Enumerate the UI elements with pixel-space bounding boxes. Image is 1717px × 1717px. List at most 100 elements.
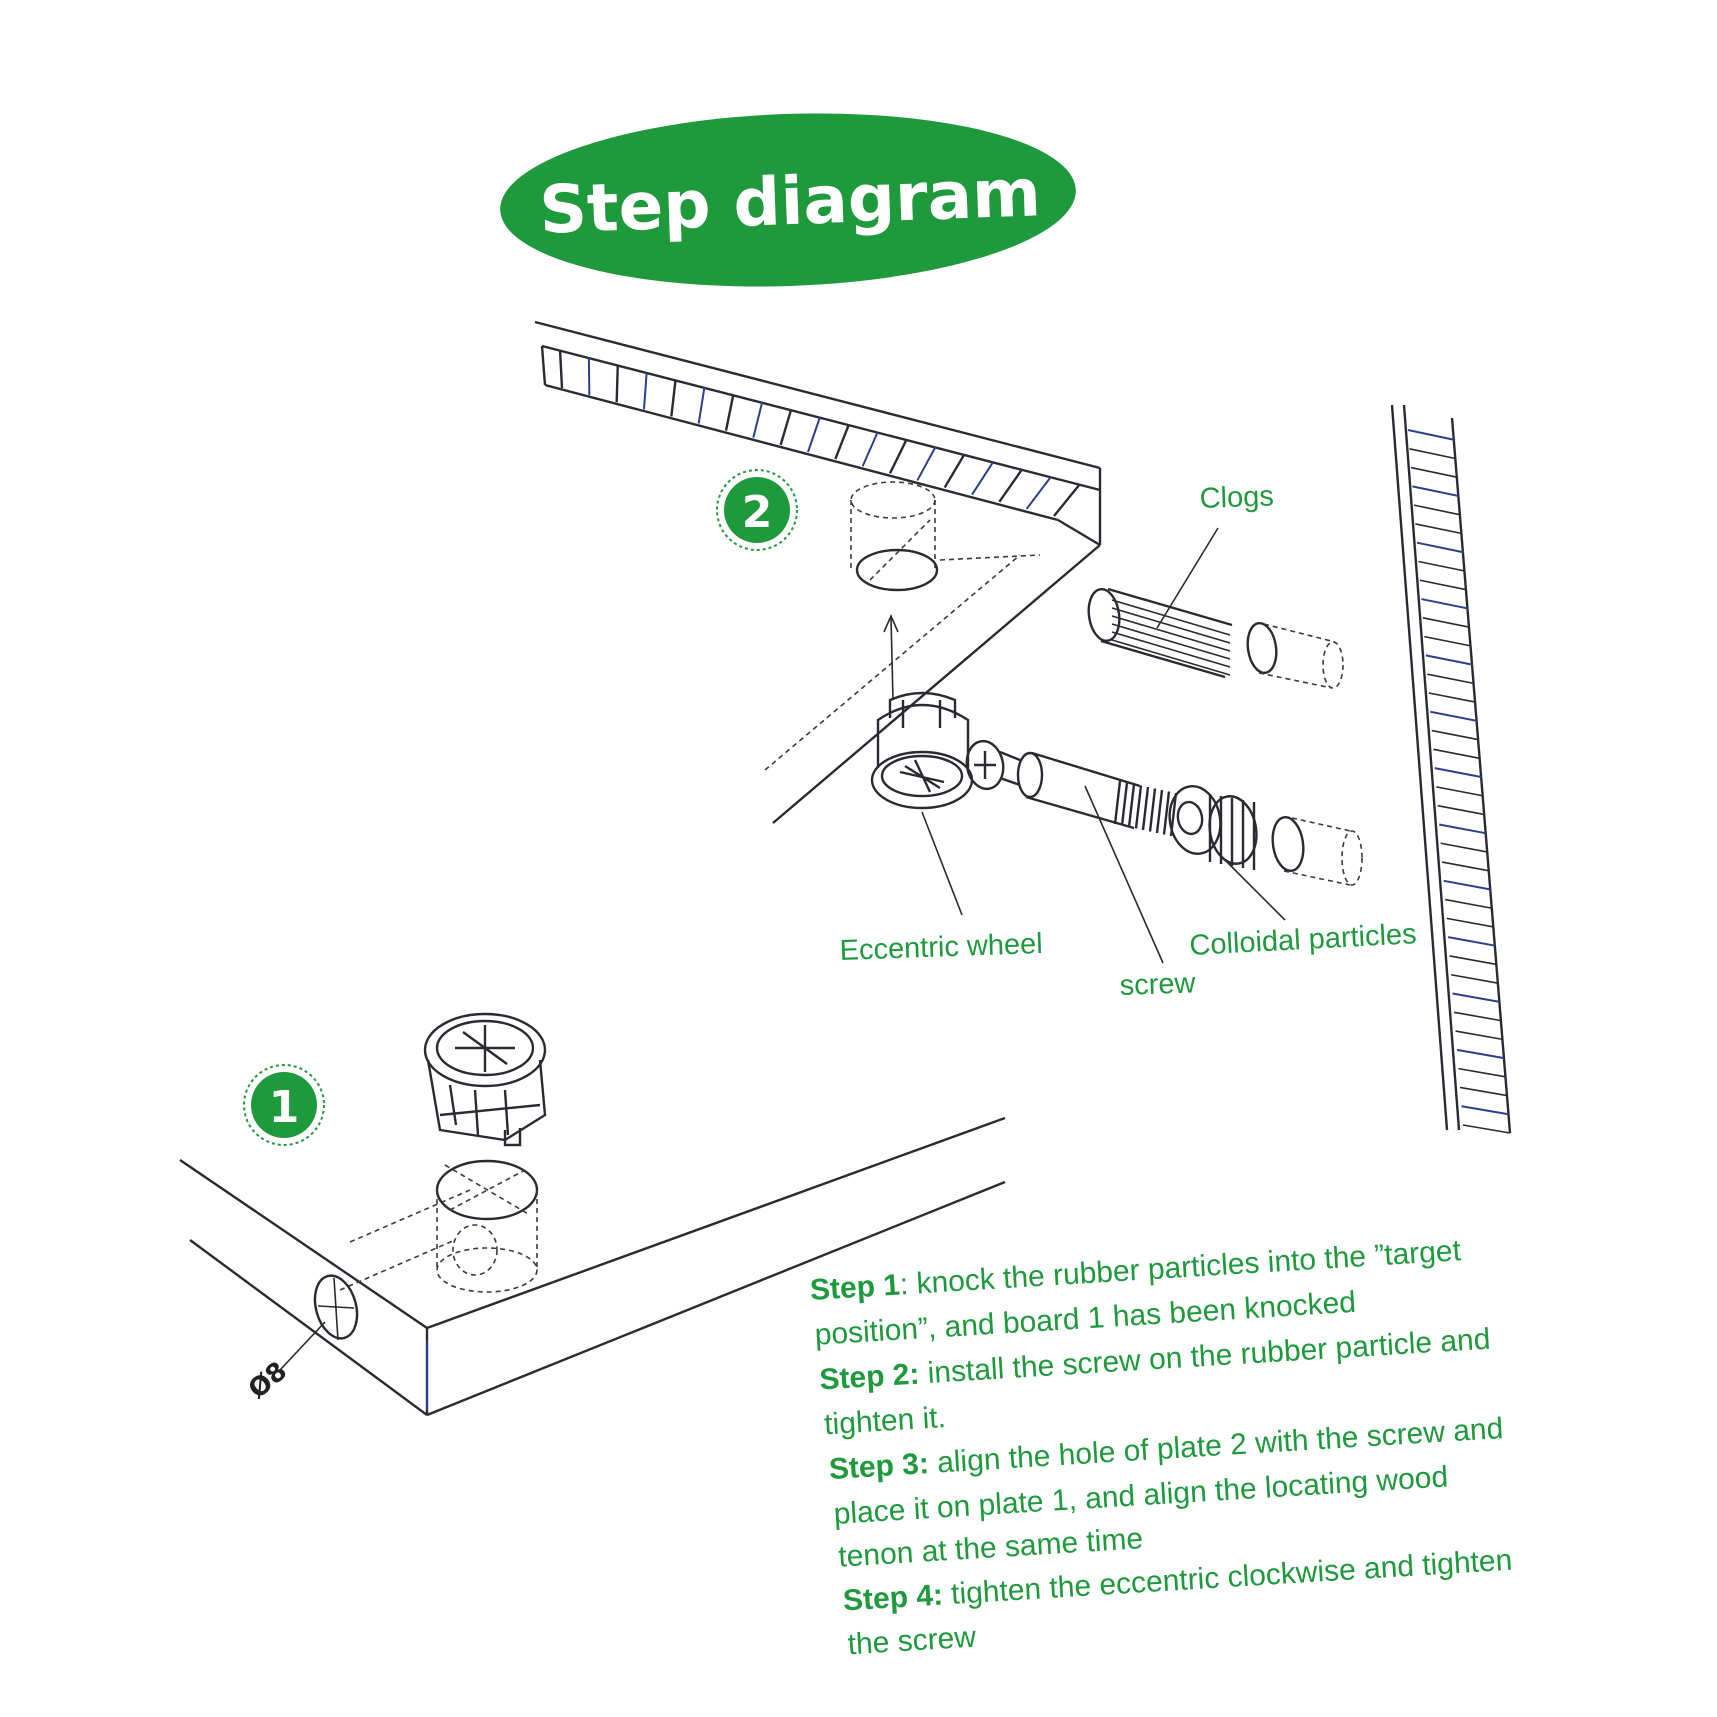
board-hatch-line [1025, 475, 1052, 510]
board2-hole [850, 481, 939, 701]
title-text: Step diagram [538, 154, 1042, 248]
screw-thread-line [1141, 786, 1150, 831]
board-hatch-line [1453, 1011, 1502, 1022]
board-hatch-line [1458, 1067, 1506, 1078]
board-hatch-line [1436, 786, 1484, 797]
board-hatch-line [1412, 485, 1460, 498]
board-hatch-line [943, 453, 966, 489]
board-hatch-line [1433, 748, 1481, 760]
top-board [534, 320, 1102, 824]
board-hatch-line [1413, 504, 1462, 516]
board-hatch-line [1431, 729, 1479, 741]
clog-groove-line [1111, 607, 1231, 644]
insert-ribs [1208, 794, 1256, 870]
board-hatch-line [1447, 936, 1496, 947]
eccentric-wheel-label: Eccentric wheel [839, 928, 1043, 967]
board-hatch-line [888, 438, 908, 474]
screw-thread-line [1120, 782, 1129, 826]
board-hatch-line [697, 387, 706, 424]
right-board-hatch [1407, 429, 1511, 1134]
screw-thread-line [1155, 789, 1164, 834]
board-hatch-line [807, 416, 821, 453]
screw-label: screw [1119, 967, 1197, 1002]
board-hatch-line [834, 424, 851, 460]
step-1-line-1: Step 1: knock the rubber particles into … [809, 1234, 1462, 1307]
board-hatch-line [1459, 1086, 1508, 1097]
board-hatch-line [1421, 598, 1469, 610]
board-hatch-line [861, 431, 879, 467]
eccentric-wheel-board1 [423, 1012, 547, 1147]
board-hatch-line [1456, 1048, 1505, 1060]
board-hatch-line [1439, 823, 1487, 835]
step-badge-2: 2 [716, 469, 798, 551]
screw-thread-line [1148, 788, 1157, 832]
board-hatch-line [670, 379, 677, 417]
board-hatch-line [1427, 673, 1475, 685]
board-hatch-line [1424, 635, 1472, 647]
board-hatch-line [1053, 483, 1081, 517]
board-hatch-line [1410, 466, 1459, 479]
step-2-line-2: tighten it. [823, 1401, 947, 1441]
screw-thread-line [1134, 785, 1143, 829]
board-hatch-line [724, 394, 735, 431]
right-board [1390, 404, 1512, 1134]
board-hatch-line [1450, 973, 1499, 984]
top-board-hatch [558, 349, 1081, 517]
board-hatch-line [1428, 692, 1476, 704]
clog-groove-line [1111, 631, 1231, 668]
board-hatch-line [1449, 955, 1497, 966]
board-hatch-line [1419, 579, 1468, 591]
board-hatch-line [1445, 898, 1493, 910]
badge-2-number: 2 [742, 487, 773, 538]
board-hatch-line [1442, 861, 1490, 872]
board-hatch-line [1461, 1105, 1509, 1116]
board-hatch-line [1455, 1030, 1503, 1041]
step-badge-1: 1 [243, 1064, 325, 1146]
clog-groove-line [1111, 615, 1231, 652]
screw-thread-line [1113, 780, 1122, 825]
board-hatch-line [1446, 917, 1494, 928]
clog-groove-line [1111, 599, 1231, 636]
board-hatch-line [1434, 767, 1482, 779]
title-banner: Step diagram [500, 113, 1076, 287]
board-hatch-line [1415, 523, 1463, 535]
bottom-board [179, 1116, 1006, 1417]
board-hatch-line [558, 349, 564, 389]
step-3-line-3: tenon at the same time [837, 1522, 1144, 1574]
clogs-label: Clogs [1199, 480, 1274, 515]
board-hatch-line [1416, 541, 1465, 554]
board-hatch-line [779, 409, 793, 446]
screw [965, 739, 1178, 964]
board-hatch-line [643, 372, 648, 410]
step-4-line-2: the screw [847, 1621, 977, 1662]
board-hatch-line [1437, 804, 1485, 816]
board-hatch-line [1443, 879, 1491, 891]
board-hatch-line [1425, 654, 1474, 666]
board-hatch-line [1440, 842, 1488, 853]
clog-groove-line [1111, 639, 1231, 676]
screw-thread-line [1162, 791, 1171, 835]
board-hatch-line [1452, 992, 1500, 1003]
screw-thread-line [1127, 783, 1136, 828]
board-hatch-line [916, 446, 937, 481]
eccentric-wheel [870, 691, 974, 916]
board-hatch-line [615, 364, 619, 403]
board1-hole [435, 1159, 539, 1293]
board-hatch-line [971, 461, 995, 496]
screw-thread [1113, 780, 1178, 837]
board-hatch-line [1407, 429, 1456, 441]
board-hatch-line [1430, 710, 1478, 722]
board-hatch-line [998, 468, 1024, 503]
board-hatch-line [752, 401, 764, 439]
board-hatch-line [1422, 617, 1471, 629]
board-hatch-line [1409, 448, 1457, 460]
clog-groove-line [1111, 623, 1231, 660]
colloidal-particle [1168, 785, 1363, 921]
board-hatch-line [1418, 560, 1466, 572]
board-hatch-line [1462, 1124, 1511, 1134]
step-instructions: Step 1: knock the rubber particles into … [809, 1234, 1513, 1662]
clog-grooves [1111, 599, 1231, 676]
badge-1-number: 1 [269, 1082, 300, 1133]
colloidal-particles-label: Colloidal particles [1189, 918, 1418, 962]
